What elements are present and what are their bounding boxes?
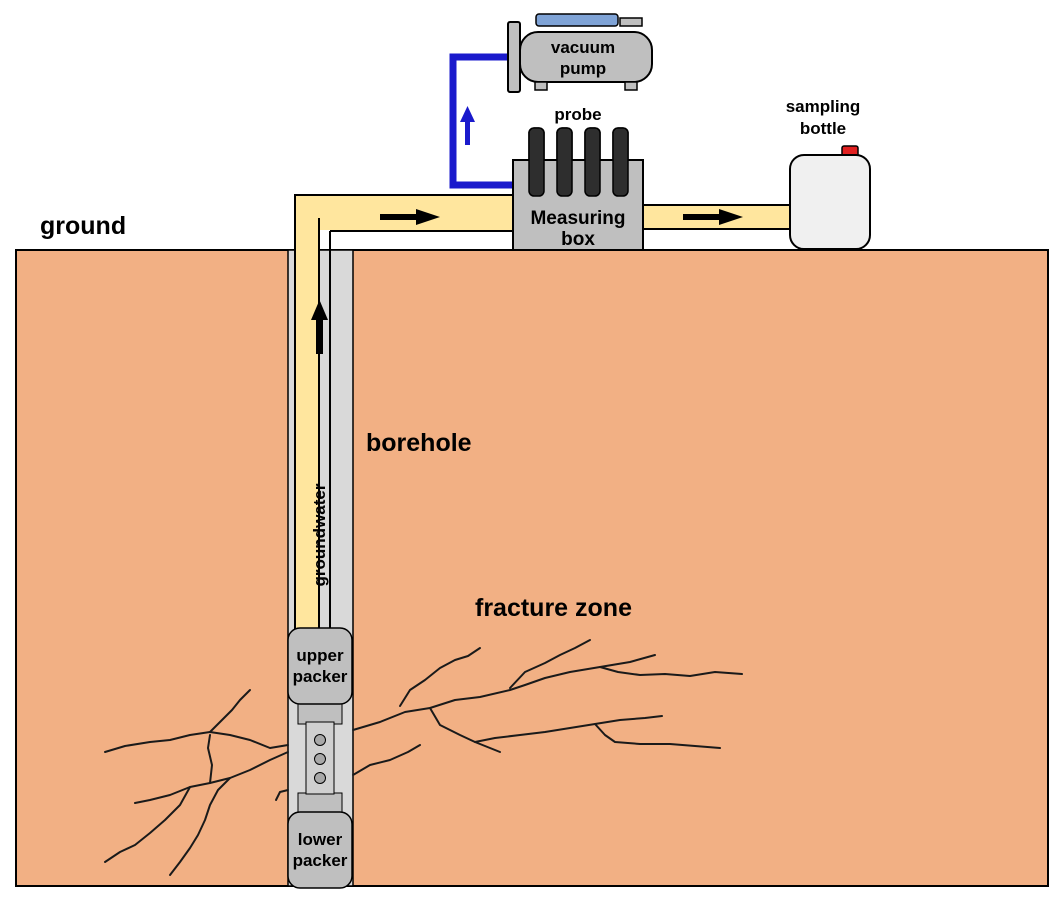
fracture-branch-near-bore <box>352 744 421 776</box>
upper-packer-label-line1: upper <box>296 646 344 665</box>
probe-rod <box>584 127 601 197</box>
probe-rod <box>528 127 545 197</box>
fracture-left-branch-e <box>275 789 289 801</box>
probe-label: probe <box>554 105 601 124</box>
arrow-up-icon <box>311 300 328 354</box>
screen-port <box>314 772 326 784</box>
fracture-branch-mid <box>474 715 663 743</box>
fracture-branch-right <box>599 666 743 677</box>
borehole-label: borehole <box>366 429 472 457</box>
fracture-branch-low-right <box>594 723 721 749</box>
vacuum-pump-label-line2: pump <box>560 59 606 78</box>
fracture-left-branch-d <box>207 734 213 784</box>
measuring-box-label-line2: box <box>561 229 595 250</box>
fracture-branch-top <box>509 639 591 689</box>
soil-block <box>15 249 1049 887</box>
fracture-branch-upper <box>399 647 481 707</box>
probe-rod <box>612 127 629 197</box>
arrow-up-icon <box>460 106 475 145</box>
arrow-right-icon <box>683 209 743 225</box>
packer-connector <box>297 792 343 814</box>
vacuum-pump <box>507 13 653 93</box>
upper-packer-label-line2: packer <box>293 667 348 686</box>
vacuum-line <box>449 53 513 189</box>
pump-foot <box>624 81 638 91</box>
probe-rod <box>556 127 573 197</box>
screen-port <box>314 734 326 746</box>
fracture-left-upper <box>104 731 289 753</box>
probe-rods-front <box>528 127 629 197</box>
fracture-left-branch-a <box>209 689 251 733</box>
sampling-bottle-label-line1: sampling <box>786 97 861 116</box>
bottle-body <box>789 154 871 250</box>
lower-packer <box>287 811 353 889</box>
ground-label: ground <box>40 212 126 240</box>
packer-connector <box>297 701 343 725</box>
fracture-zone-label: fracture zone <box>475 594 632 622</box>
flow-arrows <box>311 209 743 354</box>
lower-packer-label-line1: lower <box>298 830 343 849</box>
fracture-branch-lower <box>429 707 501 753</box>
pump-foot <box>534 81 548 91</box>
upper-packer <box>287 627 353 705</box>
arrow-right-icon <box>380 209 440 225</box>
pump-top-handle <box>619 17 643 27</box>
screen-port <box>314 753 326 765</box>
packer-assembly <box>287 627 353 889</box>
groundwater-label: groundwater <box>310 483 329 586</box>
fracture-left-branch-b <box>169 777 231 876</box>
lower-packer-label-line2: packer <box>293 851 348 870</box>
measuring-box-label-line1: Measuring <box>530 208 625 229</box>
fracture-network <box>104 639 743 876</box>
fracture-left-branch-c <box>104 786 191 863</box>
pump-end-plate <box>507 21 521 93</box>
sampling-bottle-label-line2: bottle <box>800 119 846 138</box>
pump-top-plate <box>535 13 619 27</box>
sampling-bottle <box>789 145 871 250</box>
vacuum-pump-label-line1: vacuum <box>551 38 615 57</box>
